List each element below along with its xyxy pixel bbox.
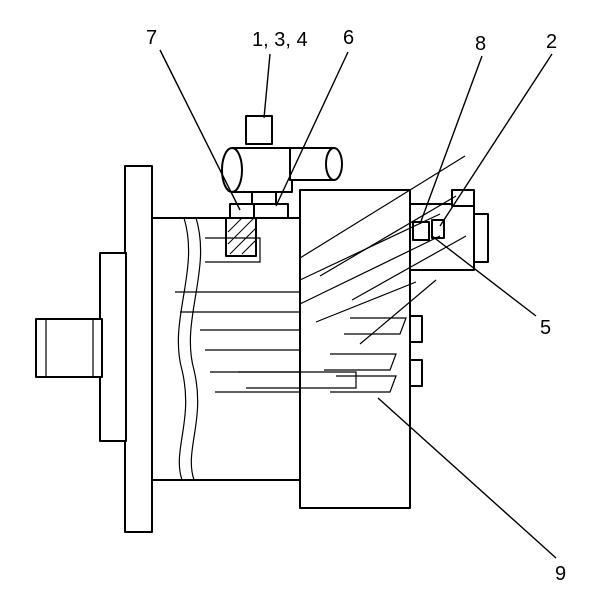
callout-5: 5 <box>540 317 551 339</box>
leader-6 <box>275 51 349 207</box>
mounting-flange <box>124 165 153 533</box>
motor-housing <box>151 217 301 481</box>
bolt-upper <box>409 315 423 343</box>
nut-item-7 <box>229 203 255 219</box>
housing-break-line-2 <box>189 217 202 481</box>
section-hatching <box>227 217 257 255</box>
washer-item-6 <box>253 203 289 219</box>
leader-7 <box>159 49 241 211</box>
rear-cap <box>473 213 489 263</box>
callout-7: 7 <box>146 27 157 49</box>
bolt-lower <box>409 359 423 387</box>
callout-8: 8 <box>475 33 486 55</box>
callout-9: 9 <box>555 563 566 585</box>
output-shaft <box>35 318 103 378</box>
callout-6: 6 <box>343 27 354 49</box>
fitting-spout-end <box>325 147 343 181</box>
housing-break-line <box>177 217 190 481</box>
sectioned-adapter <box>225 217 257 257</box>
fitting-body-end <box>221 147 243 193</box>
fitting-cap <box>245 115 273 145</box>
callout-1-3-4: 1, 3, 4 <box>252 29 308 51</box>
flange-hub <box>99 252 127 442</box>
leader-9 <box>377 397 557 559</box>
leader-5 <box>431 235 537 317</box>
callout-2: 2 <box>546 31 557 53</box>
surface-shading <box>175 155 467 393</box>
screw-head <box>412 221 430 241</box>
distributor-block <box>299 189 411 509</box>
leader-8 <box>419 55 483 225</box>
leader-2 <box>439 53 553 227</box>
leader-1-3-4 <box>263 53 271 119</box>
fitting-neck <box>251 191 277 205</box>
